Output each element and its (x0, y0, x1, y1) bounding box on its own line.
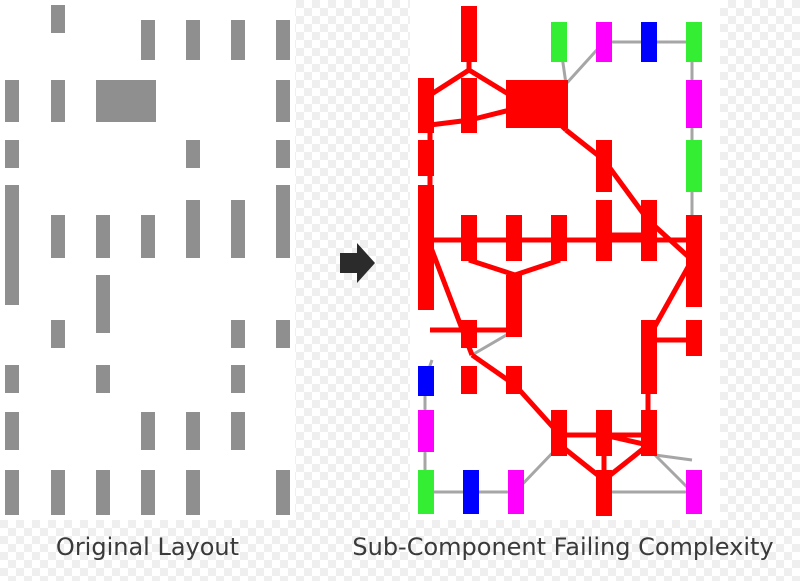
layout-block (51, 5, 65, 33)
layout-block (96, 470, 110, 515)
layout-block (186, 412, 200, 450)
failing-block (461, 215, 477, 261)
failing-block (506, 215, 522, 261)
failing-block (551, 410, 567, 456)
layout-block (141, 20, 155, 60)
failing-block (461, 320, 477, 348)
layout-block (51, 215, 65, 258)
layout-block (186, 140, 200, 168)
failing-block (551, 215, 567, 261)
layout-block (51, 80, 65, 122)
failing-block (418, 185, 434, 310)
layout-block (5, 412, 19, 450)
layout-block (276, 140, 290, 168)
failing-block (506, 275, 522, 337)
sub-component-block (418, 410, 434, 452)
failing-block (418, 140, 434, 176)
layout-block (141, 412, 155, 450)
failing-block (596, 470, 612, 516)
failing-edge (428, 67, 471, 98)
failing-block (596, 410, 612, 456)
failing-block (461, 6, 477, 62)
failing-block (641, 366, 657, 394)
sub-component-block (551, 22, 567, 62)
layout-block (5, 470, 19, 515)
layout-block (5, 365, 19, 393)
right-arrow-icon (340, 243, 375, 283)
failing-block (686, 320, 702, 356)
layout-block (141, 470, 155, 515)
component-blocks (418, 6, 702, 516)
layout-block (186, 470, 200, 515)
layout-block (96, 365, 110, 393)
layout-block (5, 80, 19, 122)
original-layout-caption: Original Layout (55, 533, 240, 561)
layout-block (231, 200, 245, 258)
sub-component-block (686, 470, 702, 514)
sub-component-block (686, 22, 702, 62)
layout-block (186, 20, 200, 60)
layout-block (231, 412, 245, 450)
failing-block (686, 215, 702, 307)
sub-component-block (463, 470, 479, 514)
sub-component-block (596, 22, 612, 62)
layout-block (96, 275, 110, 333)
layout-block (96, 215, 110, 258)
sub-component-block (686, 80, 702, 128)
layout-block (276, 320, 290, 348)
sub-component-block (418, 470, 434, 514)
failing-edge (467, 67, 512, 98)
failing-complexity-caption: Sub-Component Failing Complexity (352, 533, 774, 561)
layout-block (231, 365, 245, 393)
layout-block (231, 20, 245, 60)
failing-block (596, 140, 612, 192)
layout-block (51, 470, 65, 515)
failing-block (506, 80, 568, 128)
layout-block (5, 140, 19, 168)
sub-component-block (418, 366, 434, 396)
failing-block (506, 366, 522, 394)
layout-block (276, 20, 290, 60)
failing-block (641, 320, 657, 372)
failing-block (461, 366, 477, 394)
layout-block (96, 80, 156, 122)
sub-component-block (641, 22, 657, 62)
sub-component-block (686, 140, 702, 192)
sub-component-block (508, 470, 524, 514)
layout-block (231, 320, 245, 348)
layout-block (276, 80, 290, 122)
edge (654, 453, 693, 462)
layout-block (51, 320, 65, 348)
failing-block (461, 78, 477, 133)
failing-block (641, 410, 657, 456)
layout-block (276, 470, 290, 515)
failing-edge (514, 257, 561, 278)
failing-block (418, 78, 434, 133)
layout-block (5, 185, 19, 305)
failing-block (596, 200, 612, 261)
original-layout-blocks (5, 5, 290, 515)
layout-block (141, 215, 155, 258)
failing-edge (468, 257, 516, 278)
failing-block (641, 200, 657, 261)
layout-block (186, 200, 200, 258)
edge (653, 453, 694, 494)
layout-block (276, 185, 290, 258)
